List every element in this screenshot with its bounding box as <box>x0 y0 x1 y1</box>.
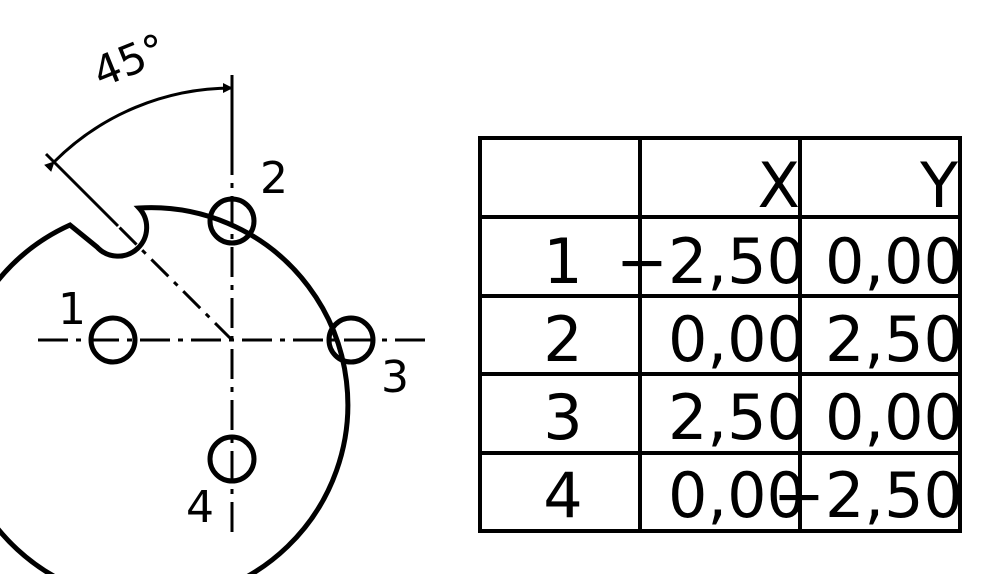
table-border <box>478 136 962 533</box>
table-header-x: X <box>758 149 800 222</box>
diagonal-extension-line <box>44 152 120 228</box>
table-cell-y: 2,50 <box>825 303 963 376</box>
connector-outline <box>0 205 351 574</box>
pin-label-4: 4 <box>186 482 214 533</box>
pin-label-2: 2 <box>260 153 288 204</box>
table-cell-pin: 2 <box>543 303 582 376</box>
pin-contact-2 <box>207 196 257 246</box>
table-cell-pin: 1 <box>543 225 582 298</box>
table-cell-x: 2,50 <box>668 381 806 454</box>
diagonal-centerline <box>116 224 234 342</box>
pin-label-1: 1 <box>58 284 86 335</box>
angle-label: 45° <box>86 24 173 97</box>
pin-label-3: 3 <box>381 352 409 403</box>
table-cell-pin: 4 <box>543 459 582 532</box>
table-cell-pin: 3 <box>543 381 582 454</box>
pin-contact-4 <box>207 434 257 484</box>
table-cell-y: −2,50 <box>773 459 963 532</box>
table-cell-x: 0,00 <box>668 459 806 532</box>
table-cell-y: 0,00 <box>825 225 963 298</box>
table-cell-y: 0,00 <box>825 381 963 454</box>
table-cell-x: 0,00 <box>668 303 806 376</box>
pin-contact-1 <box>88 315 138 365</box>
pin-contact-3 <box>326 315 376 365</box>
table-cell-x: −2,50 <box>616 225 806 298</box>
coordinate-table: X Y 1 −2,50 0,00 2 0,00 2,50 3 2,50 0,00… <box>478 136 963 533</box>
table-header-y: Y <box>919 149 958 222</box>
angle-dimension-arc <box>44 83 233 172</box>
